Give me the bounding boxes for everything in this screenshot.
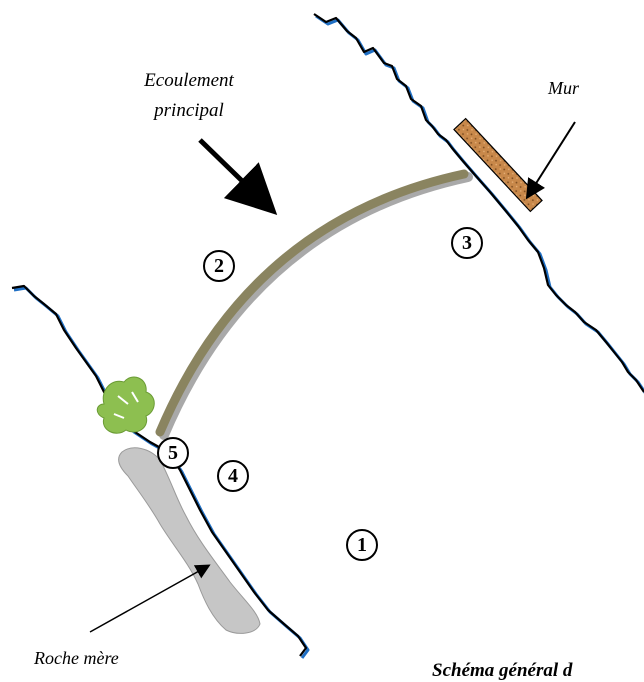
zone-marker-2: 2 [203,250,235,282]
right-bank [313,13,644,394]
wall [453,117,543,213]
left-bank [11,284,310,659]
flow-label-line1: Ecoulement [144,70,234,91]
rock-pointer [89,564,211,633]
flow-label: Ecoulement principal [104,66,274,126]
zone-marker-1: 1 [346,529,378,561]
zone-marker-4: 4 [217,460,249,492]
caption: Schéma général d [432,660,573,681]
wall-pointer [525,121,576,200]
rock-label: Roche mère [34,648,119,668]
zone-marker-5: 5 [157,437,189,469]
bedrock-shape [118,447,261,634]
tree-icon [96,376,155,434]
wall-label: Mur [548,78,579,98]
weir-crest [155,169,473,440]
zone-marker-3: 3 [451,227,483,259]
flow-arrow [198,138,278,215]
flow-label-line2: principal [154,100,224,121]
